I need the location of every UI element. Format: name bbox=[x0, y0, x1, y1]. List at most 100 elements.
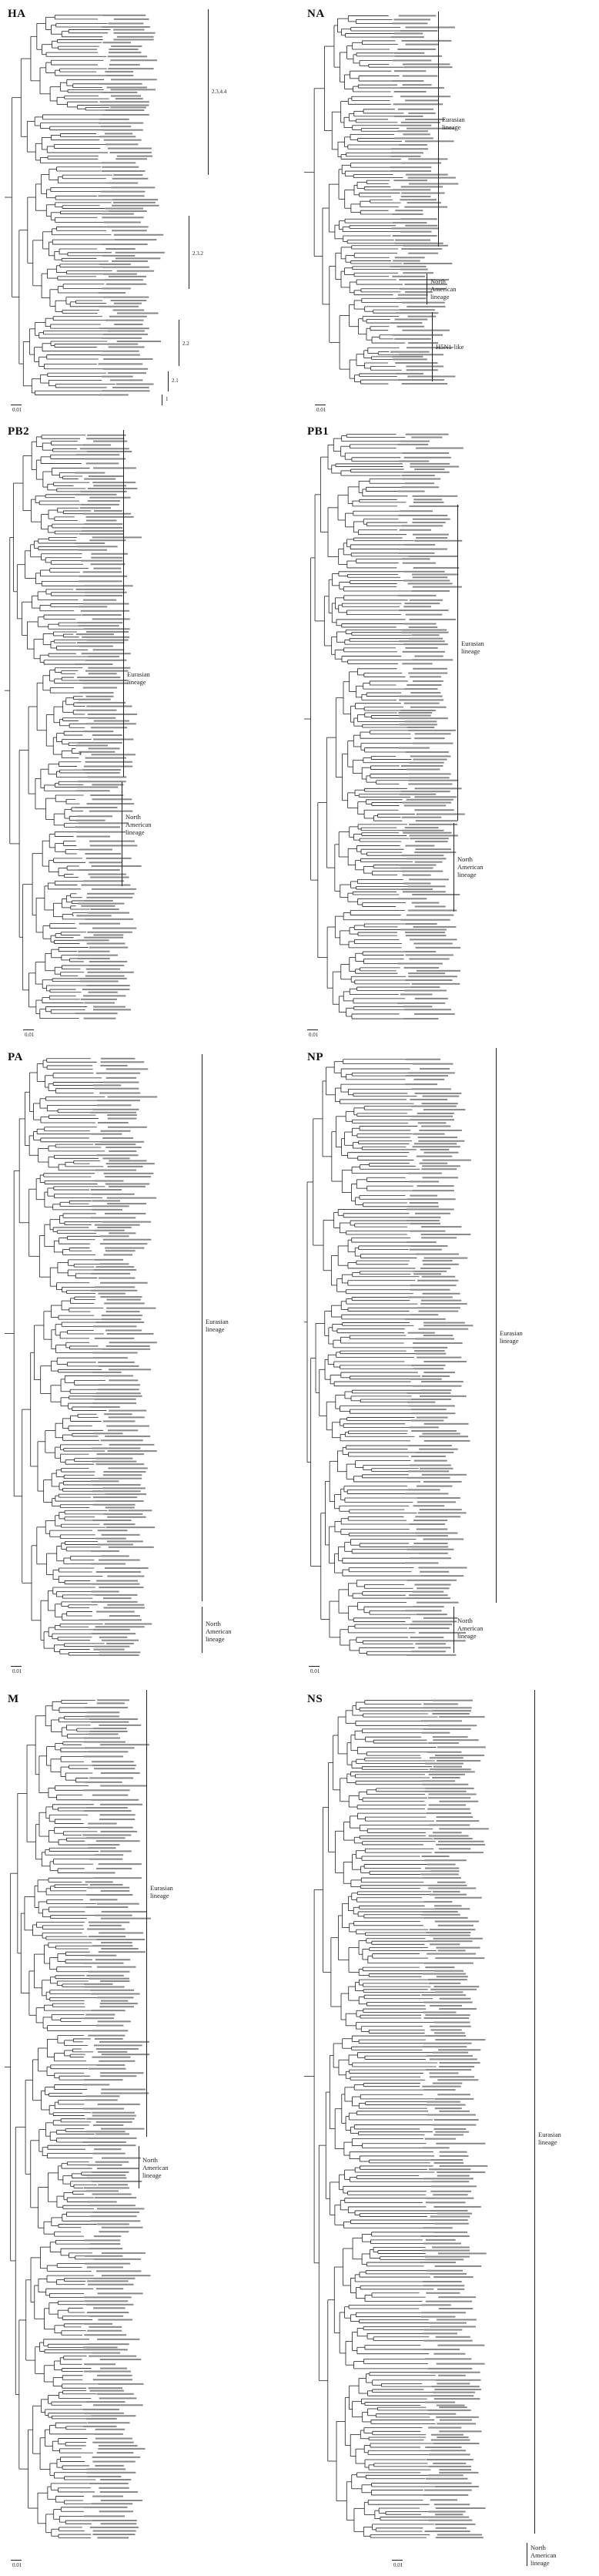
taxon-label-mark bbox=[94, 2258, 142, 2260]
taxon-label-mark bbox=[99, 2397, 137, 2400]
taxon-label-mark bbox=[92, 1765, 136, 1767]
taxon-label-mark bbox=[107, 226, 149, 228]
taxon-label-mark bbox=[75, 588, 125, 590]
taxon-label-mark bbox=[95, 1626, 145, 1628]
taxon-label-mark bbox=[416, 969, 461, 972]
taxon-label-mark bbox=[89, 1777, 134, 1779]
taxon-label-mark bbox=[91, 552, 128, 555]
taxon-label-mark bbox=[410, 1314, 439, 1316]
taxon-label-mark bbox=[397, 443, 429, 445]
taxon-label-mark bbox=[100, 2499, 142, 2501]
taxon-label-mark bbox=[416, 1614, 447, 1616]
taxon-label-mark bbox=[429, 2025, 471, 2027]
taxon-label-mark bbox=[390, 152, 423, 154]
taxon-label-mark bbox=[407, 1489, 440, 1491]
taxon-label-mark bbox=[88, 2144, 136, 2147]
taxon-label-mark bbox=[112, 260, 148, 262]
taxon-label-mark bbox=[83, 603, 129, 605]
taxon-label-mark bbox=[77, 642, 125, 644]
panel-ns: NS Eurasian lineage North American linea… bbox=[300, 1676, 599, 2576]
taxon-label-mark bbox=[92, 2171, 129, 2173]
taxon-label-mark bbox=[421, 1226, 462, 1228]
taxon-label-mark bbox=[95, 1072, 141, 1074]
taxon-label-mark bbox=[112, 309, 145, 311]
taxon-label-mark bbox=[93, 1432, 123, 1435]
taxon-label-mark bbox=[408, 1216, 441, 1218]
taxon-label-mark bbox=[405, 1562, 439, 1564]
taxon-label-mark bbox=[85, 2417, 117, 2420]
lineage-na-h5n1: H5N1-like bbox=[436, 343, 464, 351]
taxon-label-mark bbox=[433, 2118, 479, 2121]
taxon-label-mark bbox=[400, 268, 428, 270]
taxon-label-mark bbox=[429, 1934, 470, 1936]
taxon-label-mark bbox=[94, 1914, 132, 1916]
taxon-label-mark bbox=[420, 1303, 467, 1305]
bracket-na-h5n1 bbox=[432, 312, 433, 381]
taxon-label-mark bbox=[100, 2479, 132, 2481]
taxon-label-mark bbox=[417, 1601, 459, 1604]
taxon-label-mark bbox=[109, 64, 140, 66]
taxon-label-mark bbox=[105, 143, 139, 146]
taxon-label-mark bbox=[89, 1751, 129, 1753]
taxon-label-mark bbox=[98, 292, 126, 294]
taxon-label-mark bbox=[82, 2084, 110, 2086]
taxon-label-mark bbox=[399, 548, 448, 550]
taxon-label-mark bbox=[91, 1550, 119, 1552]
lineage-np-eurasian: Eurasian lineage bbox=[500, 1329, 523, 1345]
taxon-label-mark bbox=[428, 1742, 459, 1745]
taxon-label-mark bbox=[88, 1970, 130, 1973]
taxon-label-mark bbox=[429, 1768, 471, 1771]
taxon-label-mark bbox=[87, 2283, 134, 2285]
taxon-label-mark bbox=[87, 2329, 122, 2332]
taxon-label-mark bbox=[392, 355, 423, 358]
taxon-label-mark bbox=[87, 971, 134, 973]
taxon-label-mark bbox=[400, 287, 446, 290]
taxon-label-mark bbox=[104, 1413, 132, 1416]
taxon-label-mark bbox=[102, 170, 146, 173]
taxon-label-mark bbox=[96, 2024, 124, 2027]
taxon-label-mark bbox=[97, 1121, 129, 1123]
taxon-label-mark bbox=[390, 166, 432, 169]
taxon-label-mark bbox=[103, 1513, 143, 1515]
taxon-label-mark bbox=[107, 1575, 145, 1577]
taxon-label-mark bbox=[115, 257, 161, 260]
taxon-label-mark bbox=[409, 1202, 439, 1204]
taxon-label-mark bbox=[92, 798, 132, 801]
taxon-label-mark bbox=[413, 501, 444, 503]
taxon-label-mark bbox=[409, 505, 460, 507]
taxon-label-mark bbox=[102, 368, 149, 370]
taxon-label-mark bbox=[403, 570, 445, 573]
taxon-label-mark bbox=[403, 643, 448, 646]
taxon-label-mark bbox=[415, 1643, 446, 1645]
taxon-label-mark bbox=[105, 1068, 149, 1070]
taxon-label-mark bbox=[409, 618, 457, 620]
taxon-label-mark bbox=[390, 36, 424, 39]
taxon-label-mark bbox=[102, 254, 136, 257]
taxon-label-mark bbox=[93, 509, 122, 512]
taxon-label-mark bbox=[90, 1217, 136, 1219]
panel-m: M Eurasian lineage North American lineag… bbox=[0, 1676, 300, 2576]
taxon-label-mark bbox=[412, 634, 440, 636]
taxon-label-mark bbox=[107, 1516, 146, 1518]
taxon-label-mark bbox=[98, 2319, 133, 2321]
panel-ha: HA 2.3.4.4 2.3.2 2.2 2.1 1 0.01 bbox=[0, 0, 300, 416]
taxon-label-mark bbox=[88, 1822, 117, 1825]
taxon-label-mark bbox=[88, 2387, 123, 2390]
taxon-label-mark bbox=[99, 1724, 142, 1726]
taxon-label-mark bbox=[97, 2393, 134, 2395]
taxon-label-mark bbox=[100, 104, 149, 106]
taxon-label-mark bbox=[430, 2159, 463, 2161]
taxon-label-mark bbox=[79, 575, 128, 577]
panel-label-pb1: PB1 bbox=[307, 425, 330, 438]
taxon-label-mark bbox=[105, 1250, 136, 1252]
taxon-label-mark bbox=[90, 2205, 136, 2207]
taxon-label-mark bbox=[75, 663, 113, 666]
taxon-label-mark bbox=[102, 1420, 136, 1422]
taxon-label-mark bbox=[85, 968, 120, 970]
taxon-label-mark bbox=[427, 1725, 477, 1727]
taxon-label-mark bbox=[99, 1587, 144, 1589]
taxon-label-mark bbox=[85, 519, 117, 522]
taxon-label-mark bbox=[98, 195, 145, 197]
taxon-label-mark bbox=[102, 213, 134, 215]
taxon-label-mark bbox=[107, 330, 145, 332]
